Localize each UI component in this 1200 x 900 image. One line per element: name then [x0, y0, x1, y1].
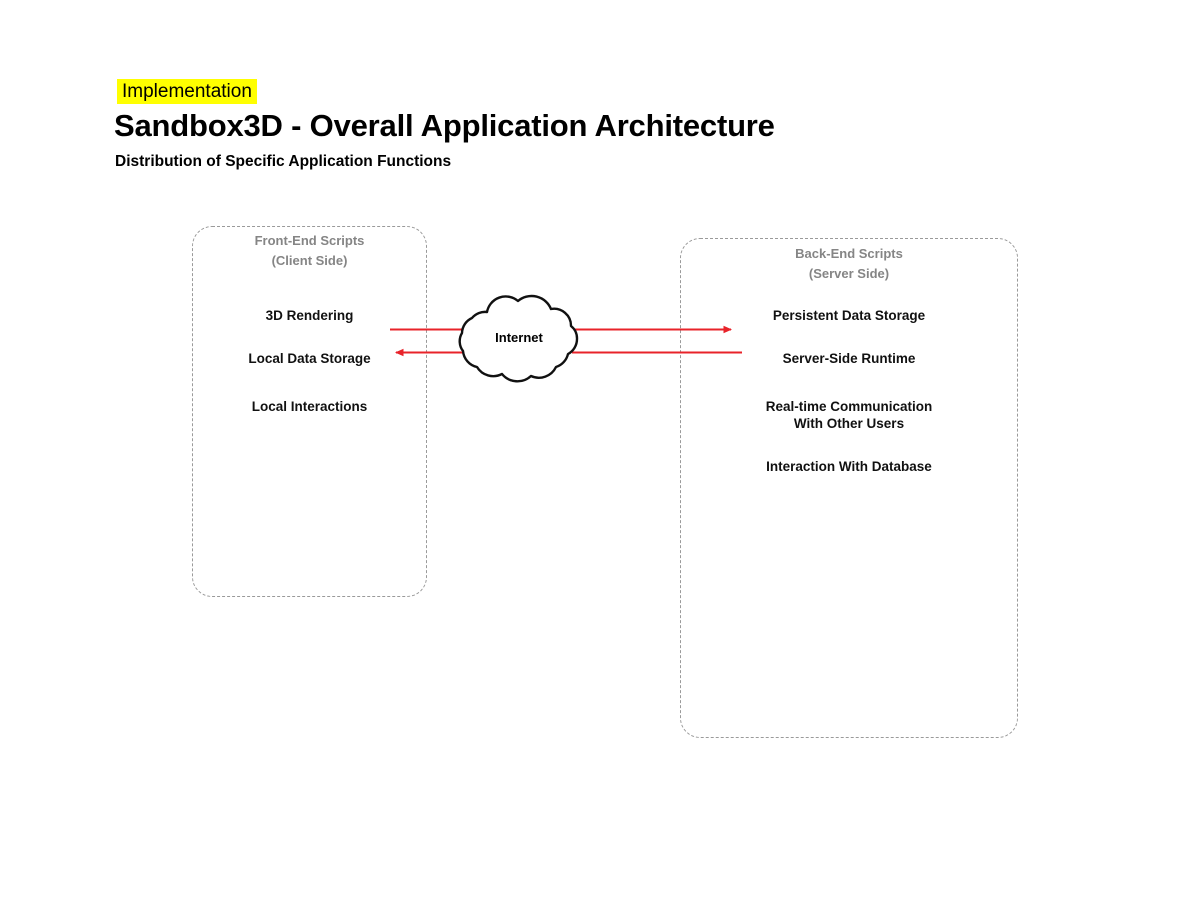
back-end-item-real-time-communication: Real-time Communication With Other Users — [765, 399, 933, 431]
section-kicker-badge: Implementation — [117, 79, 257, 104]
panel-back-end-heading-line2: (Server Side) — [808, 266, 890, 281]
panel-front-end-heading-line1: Front-End Scripts — [254, 233, 365, 248]
front-end-item-local-data-storage: Local Data Storage — [248, 351, 371, 366]
panel-front-end-heading-line2: (Client Side) — [271, 253, 348, 268]
page-title: Sandbox3D - Overall Application Architec… — [114, 108, 775, 143]
page-subtitle: Distribution of Specific Application Fun… — [115, 153, 452, 170]
panel-back-end-heading: Back-End Scripts (Server Side) — [681, 244, 1017, 284]
front-end-item-3d-rendering: 3D Rendering — [265, 308, 354, 323]
panel-front-end-scripts: Front-End Scripts (Client Side) 3D Rende… — [192, 226, 427, 597]
panel-front-end-heading: Front-End Scripts (Client Side) — [193, 231, 426, 271]
panel-back-end-scripts: Back-End Scripts (Server Side) Persisten… — [680, 238, 1018, 738]
back-end-item-interaction-with-database: Interaction With Database — [766, 459, 932, 474]
panel-back-end-heading-line1: Back-End Scripts — [795, 246, 903, 261]
back-end-item-persistent-data-storage: Persistent Data Storage — [772, 308, 926, 323]
back-end-item-server-side-runtime: Server-Side Runtime — [782, 351, 916, 366]
front-end-item-local-interactions: Local Interactions — [251, 399, 368, 414]
internet-cloud-label: Internet — [495, 330, 543, 345]
